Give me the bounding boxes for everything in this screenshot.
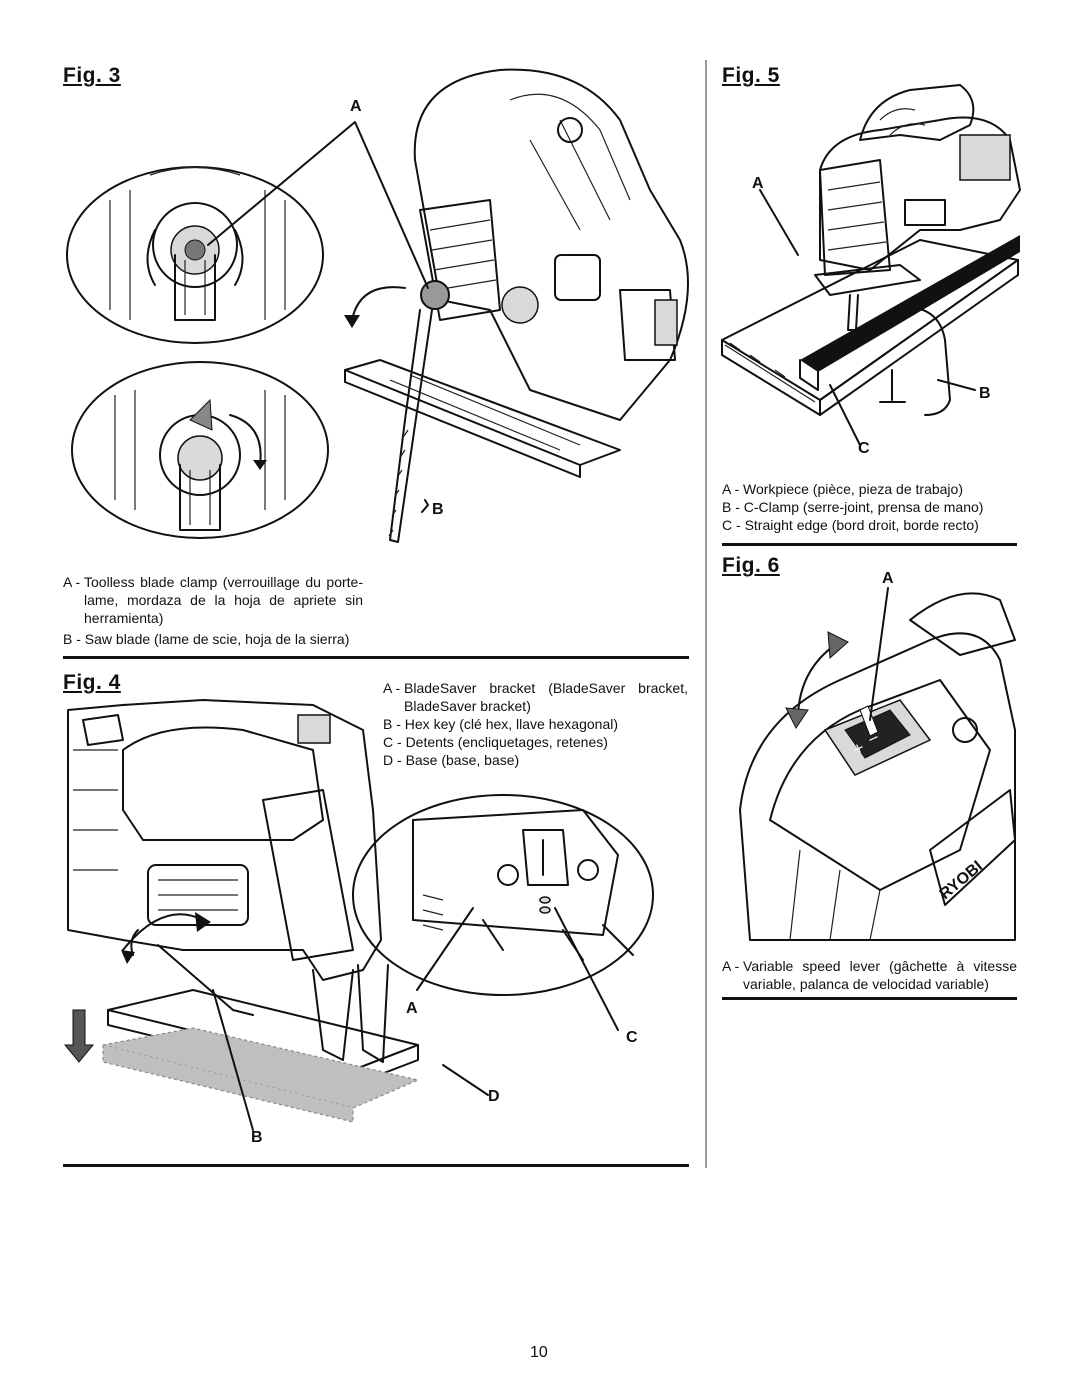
zoom-circle-lower	[71, 361, 329, 539]
fig5-legend-item-b: B - C-Clamp (serre-joint, prensa de mano…	[722, 499, 984, 515]
bladesaver-bracket-detail	[412, 809, 634, 961]
fig5-legend: A - Workpiece (pièce, pieza de trabajo) …	[722, 480, 1017, 534]
divider-fig4-bottom	[63, 1164, 689, 1167]
fig5-legend-item-a: A - Workpiece (pièce, pieza de trabajo)	[722, 481, 963, 497]
divider-fig3-fig4	[63, 656, 689, 659]
fig5-callout-c: C	[858, 440, 870, 457]
fig6-title: Fig. 6	[722, 554, 780, 577]
fig5-legend-item-c: C - Straight edge (bord droit, borde rec…	[722, 517, 979, 533]
jigsaw-body	[344, 68, 689, 543]
jigsaw-rear-view	[63, 699, 420, 1123]
fig3-title: Fig. 3	[63, 64, 121, 87]
fig4-legend-item-c: C - Detents (encliquetages, retenes)	[383, 734, 608, 750]
fig6-illustration: + − RYOBI	[739, 587, 1016, 941]
column-divider	[705, 60, 707, 1168]
fig6-callout-a: A	[882, 570, 894, 587]
fig3-legend-item-b: B - Saw blade (lame de scie, hoja de la …	[63, 631, 350, 647]
fig5-callout-b: B	[979, 385, 991, 402]
fig6-legend-item-a: A - Variable speed lever (gâchette à vit…	[722, 958, 1017, 992]
fig4-callout-b: B	[251, 1129, 263, 1146]
c-clamp	[884, 306, 951, 416]
ryobi-brand-text: RYOBI	[937, 858, 986, 903]
fig3-callout-a: A	[350, 98, 362, 115]
page-number: 10	[530, 1344, 548, 1361]
fig4-title: Fig. 4	[63, 671, 121, 694]
zoom-circle-bracket	[352, 794, 654, 996]
fig3-legend-item-a: A - Toolless blade clamp (verrouillage d…	[63, 574, 363, 626]
fig5-callout-a: A	[752, 175, 764, 192]
fig4-callout-d: D	[488, 1088, 500, 1105]
fig4-legend: A - BladeSaver bracket (BladeSaver brack…	[383, 679, 688, 769]
fig4-legend-item-b: B - Hex key (clé hex, llave hexagonal)	[383, 716, 619, 732]
straight-edge	[800, 235, 1020, 372]
fig4-illustration	[63, 699, 654, 1131]
fig6-legend: A - Variable speed lever (gâchette à vit…	[722, 957, 1017, 993]
fig3-illustration	[66, 68, 689, 543]
speed-lever	[844, 709, 911, 759]
fig4-callout-a: A	[406, 1000, 418, 1017]
fig3-legend: A - Toolless blade clamp (verrouillage d…	[63, 573, 363, 648]
fig3-callout-b: B	[432, 501, 444, 518]
fig4-legend-item-a: A - BladeSaver bracket (BladeSaver brack…	[383, 680, 688, 714]
fig4-callout-c: C	[626, 1029, 638, 1046]
divider-fig6-bottom	[722, 997, 1017, 1000]
divider-fig5-fig6	[722, 543, 1017, 546]
fig4-legend-item-d: D - Base (base, base)	[383, 752, 520, 768]
fig5-title: Fig. 5	[722, 64, 780, 87]
fig5-illustration	[721, 84, 1021, 446]
